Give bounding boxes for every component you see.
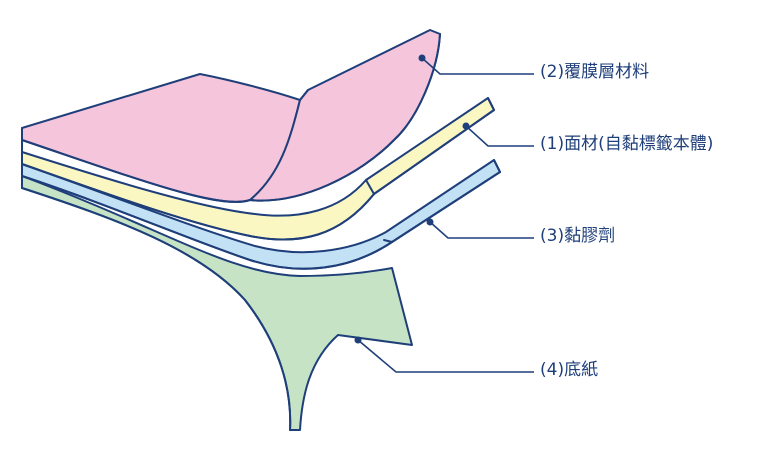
facestock-leader-line	[465, 125, 534, 147]
adhesive-tip	[493, 159, 501, 173]
adhesive-label: (3)黏膠劑	[540, 226, 616, 246]
laminate-leader-line	[421, 57, 534, 75]
liner-leader-line	[357, 339, 534, 373]
facestock-fold	[365, 179, 375, 195]
laminate-front-edge	[21, 33, 441, 203]
liner-label: (4)底紙	[540, 360, 599, 380]
laminate-label: (2)覆膜層材料	[540, 62, 650, 82]
liner-layer	[21, 175, 413, 431]
leader-lines	[354, 54, 534, 373]
adhesive-front-edge	[21, 171, 501, 270]
facestock-label: (1)面材(自黏標籤本體)	[540, 134, 714, 154]
liner-edge	[21, 187, 292, 431]
adhesive-leader-line	[429, 221, 534, 239]
laminate-curl-thickness	[299, 89, 309, 101]
facestock-layer	[21, 97, 495, 241]
facestock-front-edge	[21, 109, 495, 241]
adhesive-fold	[383, 239, 393, 243]
adhesive-layer	[21, 159, 501, 270]
facestock-tip	[487, 97, 495, 111]
